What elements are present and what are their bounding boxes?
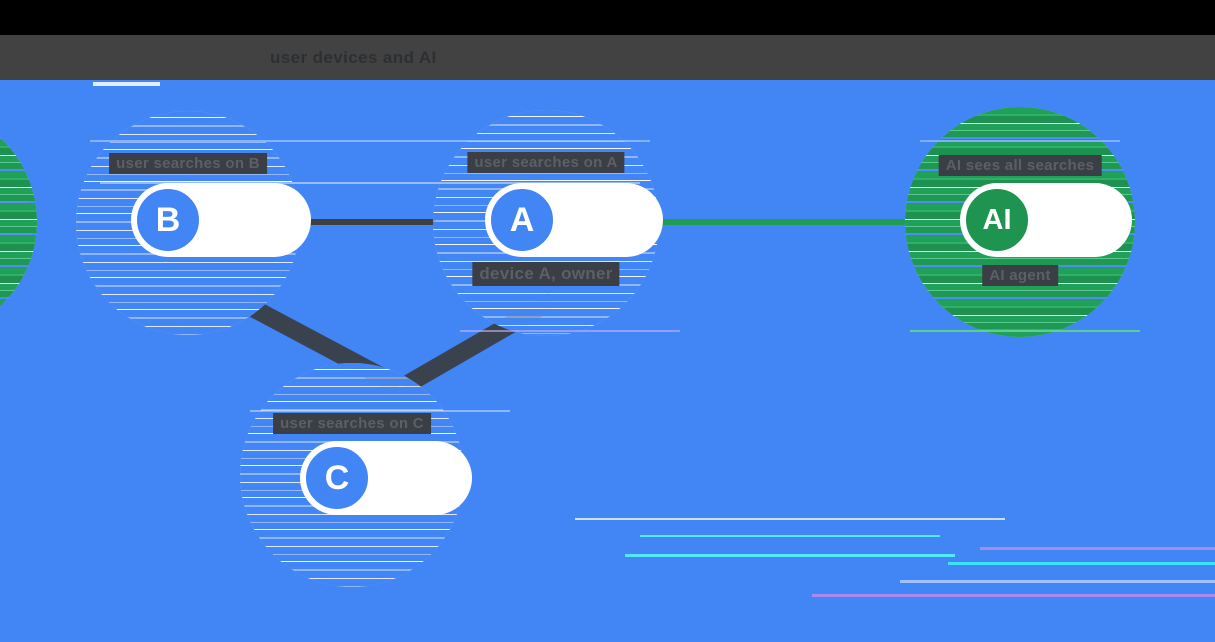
node-b-label: user searches on B <box>109 153 267 174</box>
avatar-b-letter: B <box>155 200 181 239</box>
node-a-sublabel: device A, owner <box>472 262 620 286</box>
avatar-b: B <box>133 185 203 255</box>
node-ai-left-partial <box>0 107 37 337</box>
connector-b-a <box>300 219 436 225</box>
glitch-line <box>948 562 1215 565</box>
header-title: user devices and AI <box>270 48 437 67</box>
avatar-c-letter: C <box>324 458 350 497</box>
glitch-line <box>93 82 160 86</box>
glitch-line <box>625 554 955 557</box>
avatar-c: C <box>302 443 372 513</box>
node-user-c: user searches on C C <box>240 363 472 587</box>
node-ai-sublabel: AI agent <box>982 265 1058 286</box>
avatar-ai-letter: AI <box>982 203 1012 236</box>
glitch-line <box>900 580 1215 583</box>
glitch-line <box>980 547 1215 550</box>
glitch-stripes <box>0 107 37 337</box>
node-c-label: user searches on C <box>273 413 431 434</box>
top-black-band <box>0 0 1215 35</box>
connector-a-ai <box>659 219 906 225</box>
avatar-a-letter: A <box>509 200 535 239</box>
avatar-ai: AI <box>962 185 1032 255</box>
glitch-line <box>812 594 1215 597</box>
glitch-line <box>640 535 940 537</box>
node-a-label: user searches on A <box>467 152 625 173</box>
node-user-b: user searches on B B <box>76 111 311 335</box>
header-bar: user devices and AI <box>0 35 1215 80</box>
node-ai-label: AI sees all searches <box>938 155 1102 176</box>
diagram-canvas: user searches on B B user searches on A … <box>0 80 1215 642</box>
avatar-a: A <box>487 185 557 255</box>
node-user-a: user searches on A A device A, owner <box>433 110 663 336</box>
glitch-line <box>575 518 1005 520</box>
node-ai: AI sees all searches AI AI agent <box>905 107 1135 337</box>
